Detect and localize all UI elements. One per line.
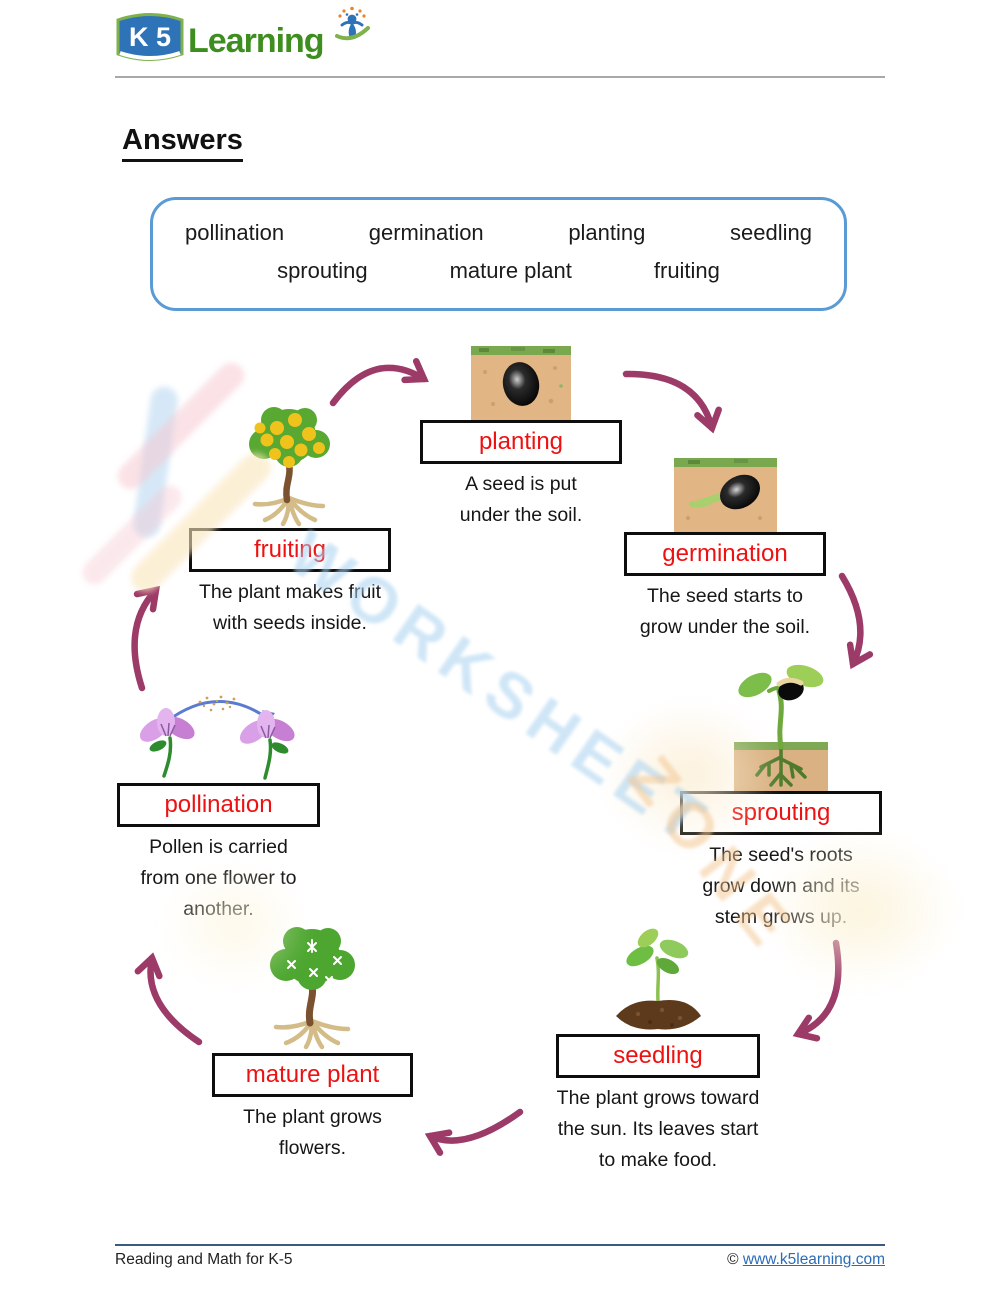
- k5-learning-logo: K 5 Learning: [114, 6, 370, 66]
- watermark-logo-shape: [131, 384, 180, 540]
- word-bank: pollination germination planting seedlin…: [150, 197, 847, 311]
- pollination-label: pollination: [164, 791, 273, 818]
- footer-tagline: Reading and Math for K-5: [115, 1251, 293, 1268]
- sprouting-label-box: sprouting: [680, 791, 882, 835]
- sprouting-label: sprouting: [731, 799, 831, 826]
- sprouting-plant-image: [680, 663, 882, 791]
- fruiting-label: fruiting: [253, 536, 327, 563]
- footer: Reading and Math for K-5 © www.k5learnin…: [115, 1251, 885, 1269]
- word-bank-word: germination: [368, 220, 484, 245]
- fruiting-tree-image: [189, 406, 391, 528]
- stage-seedling: seedling The plant grows toward the sun.…: [556, 920, 760, 1176]
- k5-book-icon: K 5: [114, 8, 186, 66]
- arrow-sprouting-to-seedling: [792, 939, 842, 1042]
- logo-learning-text: Learning: [188, 21, 325, 60]
- mature-plant-label: mature plant: [245, 1061, 380, 1088]
- k5learning-link[interactable]: www.k5learning.com: [742, 1251, 885, 1268]
- arrow-planting-to-germination: [622, 370, 722, 434]
- mature-plant-caption: The plant grows flowers.: [243, 1106, 382, 1159]
- stage-pollination: pollination Pollen is carried from one f…: [117, 680, 320, 925]
- watermark-logo-shape: [77, 480, 187, 590]
- seedling-label-box: seedling: [556, 1034, 760, 1078]
- pollination-caption: Pollen is carried from one flower to ano…: [140, 836, 297, 920]
- mature-plant-label-box: mature plant: [212, 1053, 413, 1097]
- planting-label: planting: [478, 428, 564, 455]
- person-sunburst-icon: [332, 6, 372, 47]
- word-bank-word: sprouting: [277, 258, 368, 283]
- pollination-flowers-image: [117, 680, 320, 783]
- germination-seed-image: [624, 458, 826, 532]
- arrow-mature-plant-to-pollination: [134, 952, 203, 1046]
- word-bank-word: planting: [568, 220, 646, 245]
- seedling-label: seedling: [613, 1042, 703, 1069]
- planting-caption: A seed is put under the soil.: [459, 473, 583, 526]
- planting-seed-in-soil-image: [420, 344, 622, 420]
- planting-label-box: planting: [420, 420, 622, 464]
- word-bank-word: fruiting: [653, 258, 720, 283]
- header-divider: [115, 76, 885, 78]
- stage-germination: germination The seed starts to grow unde…: [624, 458, 826, 643]
- fruiting-caption: The plant makes fruit with seeds inside.: [198, 581, 382, 634]
- stage-fruiting: fruiting The plant makes fruit with seed…: [189, 406, 391, 639]
- word-bank-word: mature plant: [449, 258, 572, 283]
- germination-caption: The seed starts to grow under the soil.: [639, 585, 811, 638]
- word-bank-word: pollination: [185, 220, 285, 245]
- stage-mature-plant: mature plant The plant grows flowers.: [212, 925, 413, 1164]
- germination-label: germination: [662, 540, 788, 567]
- footer-divider: [115, 1244, 885, 1246]
- stage-planting: planting A seed is put under the soil.: [420, 344, 622, 531]
- fruiting-label-box: fruiting: [189, 528, 391, 572]
- pollination-label-box: pollination: [117, 783, 320, 827]
- copyright-symbol: ©: [727, 1251, 739, 1268]
- seedling-plant-image: [556, 920, 760, 1034]
- mature-plant-image: [212, 925, 413, 1053]
- word-bank-word: seedling: [730, 220, 812, 245]
- svg-text:K 5: K 5: [129, 22, 171, 52]
- germination-label-box: germination: [624, 532, 826, 576]
- seedling-caption: The plant grows toward the sun. Its leav…: [556, 1087, 760, 1171]
- stage-sprouting: sprouting The seed's roots grow down and…: [680, 663, 882, 933]
- arrow-fruiting-to-planting: [329, 357, 429, 407]
- page-title: Answers: [122, 124, 243, 162]
- footer-credit: © www.k5learning.com: [727, 1251, 885, 1269]
